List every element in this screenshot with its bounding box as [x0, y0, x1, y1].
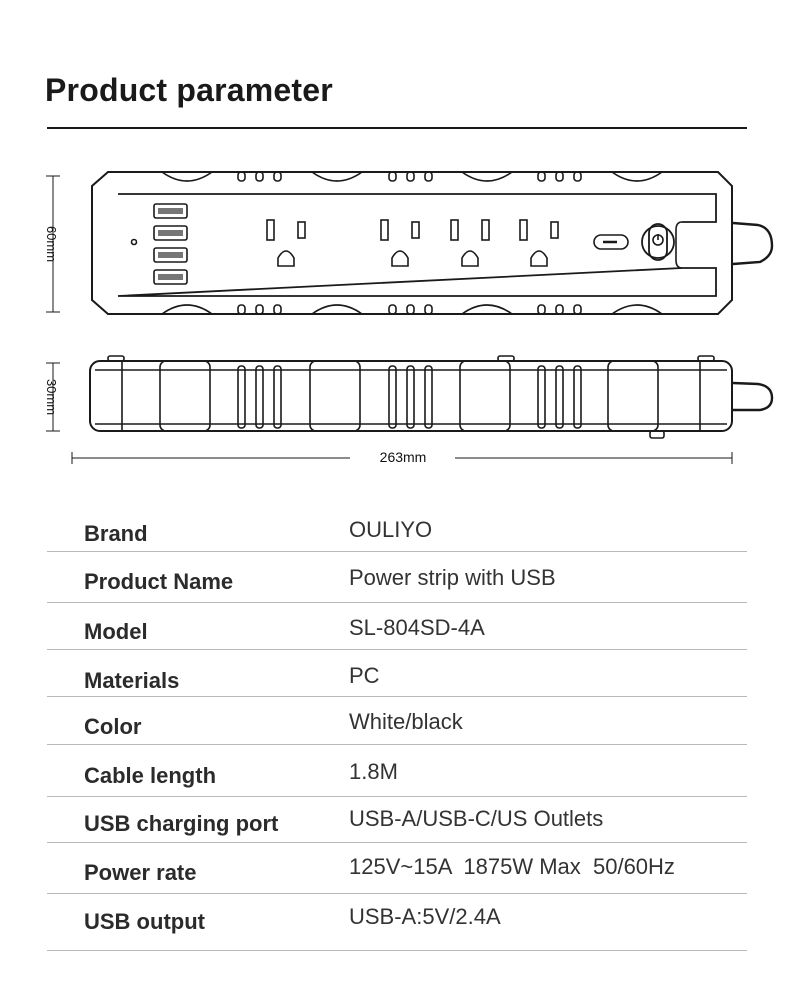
side-view [89, 355, 774, 439]
spec-value: 1.8M [349, 759, 398, 784]
spec-row-color: Color White/black [47, 697, 747, 745]
spec-label: Materials [84, 668, 180, 693]
height-label: 60mm [44, 226, 59, 262]
spec-value: Power strip with USB [349, 565, 556, 590]
spec-label: Power rate [84, 860, 197, 885]
spec-label: Cable length [84, 763, 217, 788]
spec-table: Brand OULIYO Product Name Power strip wi… [47, 505, 747, 951]
spec-row-product-name: Product Name Power strip with USB [47, 552, 747, 603]
spec-label: Brand [84, 521, 148, 546]
top-vents [237, 171, 582, 315]
top-view [91, 171, 774, 315]
spec-row-usb-output: USB output USB-A:5V/2.4A [47, 894, 747, 951]
length-dimension [71, 452, 733, 464]
indicator-light-icon [130, 238, 138, 246]
spec-value: 125V~15A 1875W Max 50/60Hz [349, 854, 675, 879]
spec-row-usb-charging-port: USB charging port USB-A/USB-C/US Outlets [47, 797, 747, 843]
depth-label: 30mm [44, 379, 59, 415]
spec-label: Product Name [84, 569, 234, 594]
spec-label: Color [84, 714, 142, 739]
us-outlet-icon [266, 219, 559, 267]
spec-label: USB output [84, 909, 205, 934]
usb-port-icon [153, 203, 188, 285]
spec-label: Model [84, 619, 148, 644]
spec-value: SL-804SD-4A [349, 615, 485, 640]
spec-value: OULIYO [349, 517, 433, 542]
spec-row-cable-length: Cable length 1.8M [47, 745, 747, 797]
spec-value: USB-A:5V/2.4A [349, 904, 501, 929]
spec-row-brand: Brand OULIYO [47, 505, 747, 552]
length-label: 263mm [380, 449, 427, 465]
title-divider [47, 127, 747, 129]
spec-row-materials: Materials PC [47, 650, 747, 697]
spec-value: USB-A/USB-C/US Outlets [349, 806, 604, 831]
spec-row-model: Model SL-804SD-4A [47, 603, 747, 650]
height-dimension [46, 175, 60, 313]
spec-label: USB charging port [84, 811, 279, 836]
spec-value: White/black [349, 709, 463, 734]
spec-value: PC [349, 663, 380, 688]
spec-row-power-rate: Power rate 125V~15A 1875W Max 50/60Hz [47, 843, 747, 894]
product-drawing: 60mm 30mm 263mm [44, 171, 774, 465]
page-title: Product parameter [45, 72, 333, 108]
depth-dimension [46, 362, 60, 432]
